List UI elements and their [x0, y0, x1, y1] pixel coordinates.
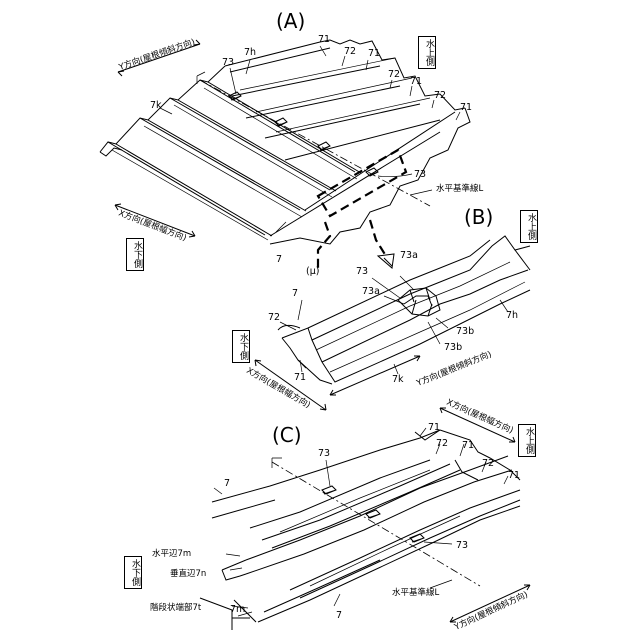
- water-up-box-a: 水上側: [418, 36, 436, 69]
- label-73: 73: [318, 448, 330, 459]
- label-72: 72: [388, 69, 400, 80]
- label-71: 71: [410, 76, 422, 87]
- horizontal-reference-label: 水平基準線L: [436, 183, 484, 194]
- x-direction-label: X方向(屋根幅方向): [445, 397, 515, 436]
- label-72: 72: [268, 312, 280, 323]
- label-73: 73: [222, 57, 234, 68]
- label-7h: 7h: [244, 47, 256, 58]
- label-71: 71: [428, 422, 440, 433]
- label-71: 71: [462, 440, 474, 451]
- label-71: 71: [460, 102, 472, 113]
- panel-b-title: (B): [464, 205, 493, 229]
- label-7k: 7k: [392, 374, 404, 385]
- y-direction-label: Y方向(屋根傾斜方向): [414, 349, 493, 389]
- y-direction-label: Y方向(屋根傾斜方向): [116, 36, 196, 73]
- label-7: 7: [292, 288, 298, 299]
- water-up-box-b: 水上側: [520, 210, 538, 243]
- label-7: 7: [276, 254, 282, 265]
- label-72: 72: [436, 438, 448, 449]
- panel-c-roof: [200, 408, 530, 630]
- water-down-label: 水下側: [238, 333, 248, 360]
- water-down-box-c: 水下側: [124, 556, 142, 589]
- panel-c-title: (C): [272, 423, 302, 447]
- label-73b: 73b: [456, 326, 474, 337]
- label-71: 71: [368, 48, 380, 59]
- panel-a-roof: [100, 40, 470, 244]
- water-down-label: 水下側: [130, 559, 140, 586]
- label-72: 72: [482, 458, 494, 469]
- water-up-label: 水上側: [524, 427, 534, 454]
- horizontal-edge-label: 水平辺7m: [152, 548, 191, 559]
- label-7k: 7k: [150, 100, 162, 111]
- panel-a-title: (A): [276, 9, 305, 33]
- label-73a: 73a: [400, 250, 418, 261]
- label-mu: (μ): [306, 266, 319, 277]
- label-73: 73: [456, 540, 468, 551]
- label-72: 72: [344, 46, 356, 57]
- y-direction-label: Y方向(屋根傾斜方向): [452, 589, 530, 633]
- label-7: 7: [224, 478, 230, 489]
- stepped-end-label: 階段状端部7t: [150, 602, 202, 613]
- label-7m: 7m: [230, 604, 245, 615]
- label-73b: 73b: [444, 342, 462, 353]
- label-73: 73: [356, 266, 368, 277]
- water-down-box-b: 水下側: [232, 330, 250, 363]
- label-73: 73: [414, 169, 426, 180]
- label-71: 71: [508, 470, 520, 481]
- water-down-label: 水下側: [132, 241, 142, 268]
- horizontal-reference-label: 水平基準線L: [392, 587, 440, 598]
- water-down-box-a: 水下側: [126, 238, 144, 271]
- water-up-box-c: 水上側: [518, 424, 536, 457]
- label-73a: 73a: [362, 286, 380, 297]
- vertical-edge-label: 垂直辺7n: [170, 568, 206, 579]
- label-7: 7: [336, 610, 342, 621]
- water-up-label: 水上側: [424, 39, 434, 66]
- label-72: 72: [434, 90, 446, 101]
- label-7h: 7h: [506, 310, 518, 321]
- label-71: 71: [294, 372, 306, 383]
- label-71: 71: [318, 34, 330, 45]
- water-up-label: 水上側: [526, 213, 536, 240]
